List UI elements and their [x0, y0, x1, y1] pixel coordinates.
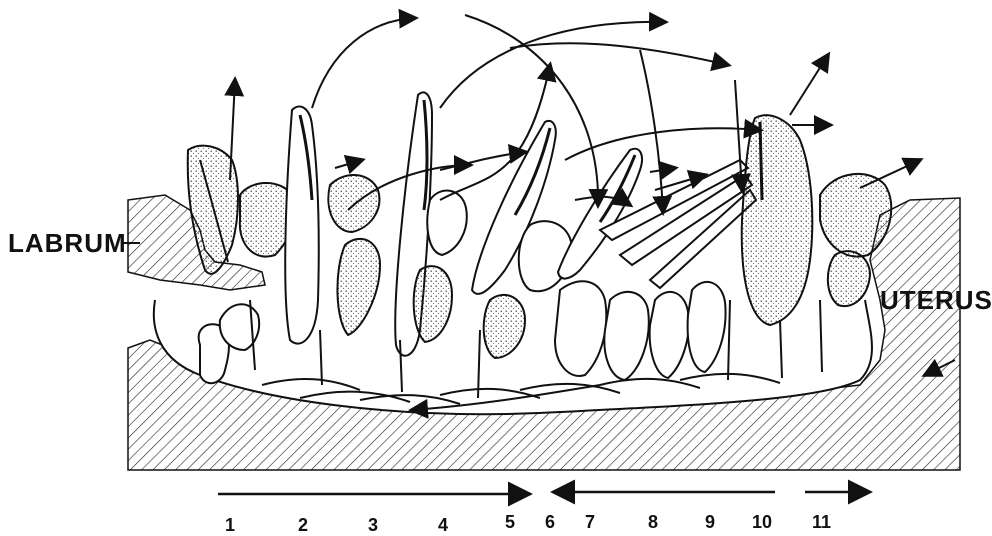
- position-5: 5: [505, 512, 515, 533]
- position-11: 11: [812, 512, 831, 533]
- position-10: 10: [752, 512, 772, 533]
- position-4: 4: [438, 515, 448, 536]
- uterus-label: UTERUS: [880, 285, 992, 316]
- position-9: 9: [705, 512, 715, 533]
- position-1: 1: [225, 515, 235, 536]
- labrum-label: LABRUM: [8, 228, 127, 259]
- position-2: 2: [298, 515, 308, 536]
- position-8: 8: [648, 512, 658, 533]
- position-7: 7: [585, 512, 595, 533]
- position-3: 3: [368, 515, 378, 536]
- position-arrows: [218, 492, 868, 494]
- position-6: 6: [545, 512, 555, 533]
